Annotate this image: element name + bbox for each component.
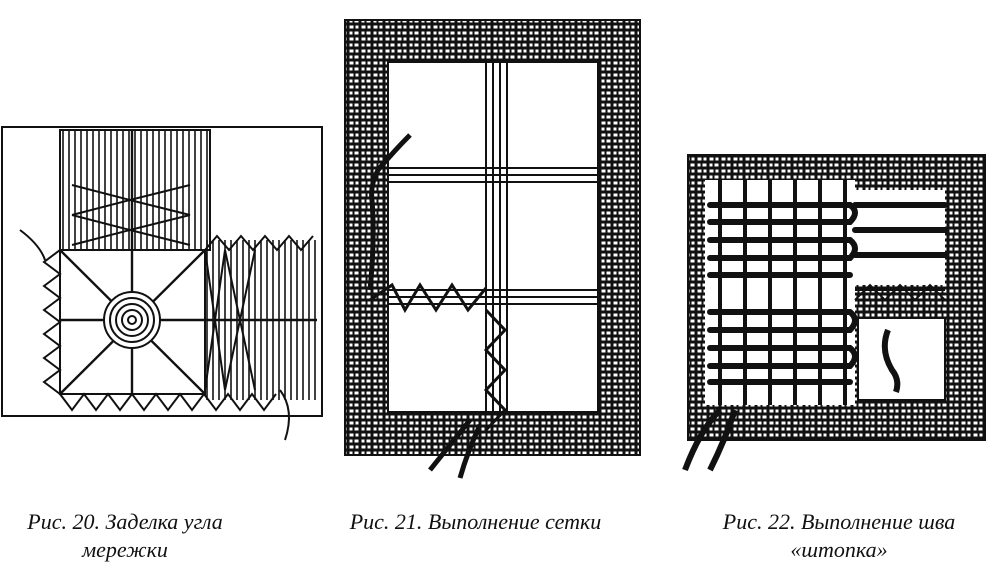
figure-22-darning-stitch <box>682 154 986 472</box>
figure-21-caption: Рис. 21. Выполнение сетки <box>318 508 633 536</box>
figure-22-caption: Рис. 22. Выполнение шва «штопка» <box>680 508 998 564</box>
figure-20-corner-hemstitch <box>1 126 323 441</box>
figure-20-caption: Рис. 20. Заделка угла мережки <box>0 508 250 564</box>
figure-22-caption-line1: Рис. 22. Выполнение шва <box>722 509 956 534</box>
figure-20-caption-line1: Рис. 20. Заделка угла <box>27 509 223 534</box>
figure-21-caption-line1: Рис. 21. Выполнение сетки <box>349 509 602 534</box>
figure-22-caption-line2: «штопка» <box>790 537 888 562</box>
figure-21-net-work <box>344 19 641 479</box>
figure-20-caption-line2: мережки <box>82 537 168 562</box>
drawn-threads-top <box>60 130 210 250</box>
